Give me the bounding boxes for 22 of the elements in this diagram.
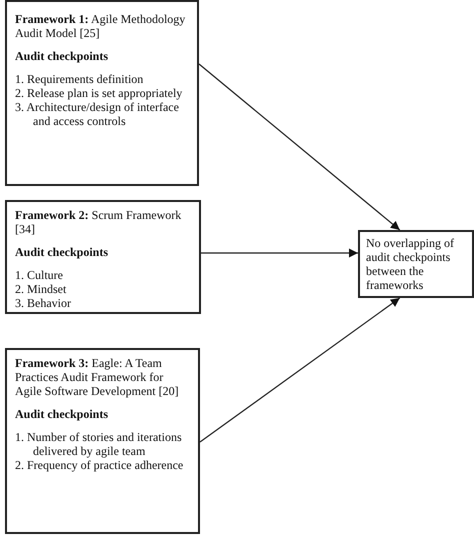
arrow: [198, 64, 400, 230]
list-item: 1. Culture: [15, 268, 64, 282]
section-heading: Audit checkpoints: [15, 49, 110, 64]
section-heading: Audit checkpoints: [15, 245, 110, 260]
list-item: 3. Behavior: [15, 296, 72, 310]
framework-heading: Framework 2: Scrum Framework [34]: [15, 208, 182, 236]
framework-box: [5, 348, 200, 534]
list-item: 2. Mindset: [15, 282, 68, 296]
arrow: [201, 248, 358, 258]
framework-heading: Framework 3: Eagle: A Team Practices Audit Framework for Agile Software Development [20]: [15, 356, 180, 398]
framework-heading: Framework 1: Agile Methodology Audit Model [25]: [15, 12, 186, 40]
list-item: 2. Frequency of practice adherence: [15, 458, 184, 472]
conclusion-text: No overlapping of audit checkpoints between the frameworks: [366, 236, 455, 292]
framework-box: [5, 0, 199, 186]
list-item: 2. Release plan is set appropriately: [15, 86, 184, 100]
framework-box: [5, 200, 201, 314]
list-item: 1. Requirements definition: [15, 72, 144, 86]
list-item: 3. Architecture/design of interface and access controls: [15, 100, 180, 128]
list-item: 1. Number of stories and iterations delivered by agile team: [15, 430, 183, 458]
section-heading: Audit checkpoints: [15, 407, 110, 422]
arrow: [200, 298, 400, 442]
conclusion-box: [358, 230, 474, 298]
